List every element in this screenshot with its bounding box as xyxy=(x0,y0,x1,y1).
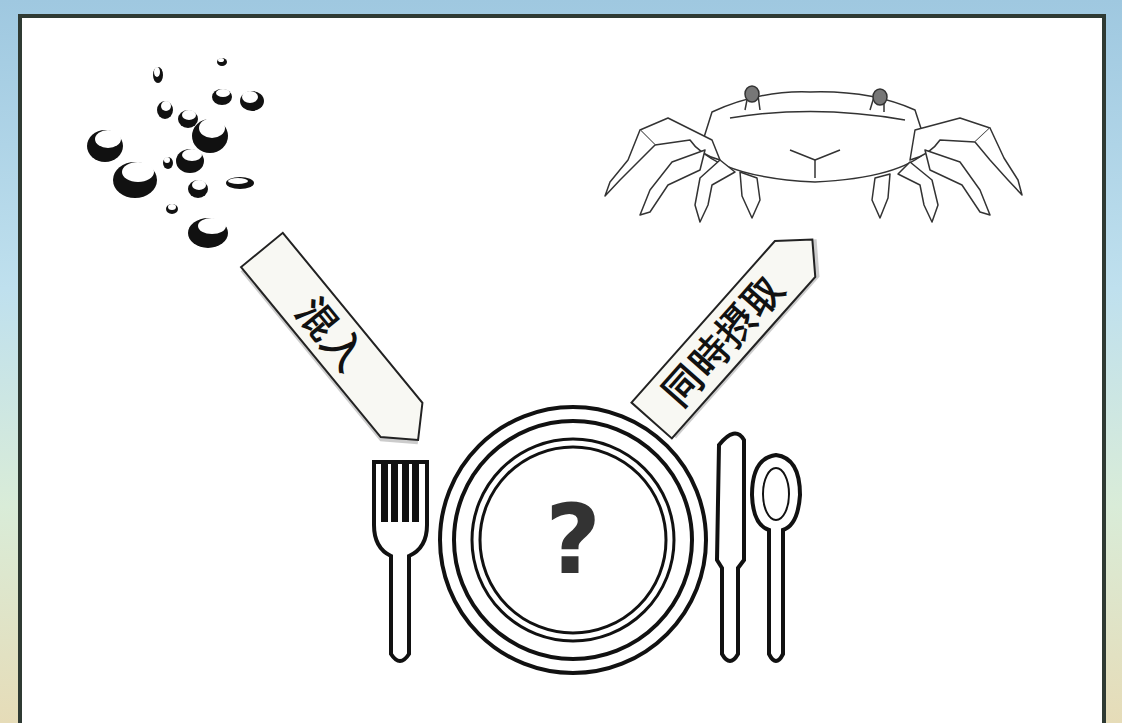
arrow-tag: 同時摂取 xyxy=(631,222,832,439)
crab-drawing xyxy=(605,86,1022,222)
pebbles xyxy=(87,58,264,248)
tag-label: 同時摂取 xyxy=(651,263,795,417)
node-text-holder: 混入 xyxy=(241,233,439,457)
node-text-holder: 同時摂取 xyxy=(631,222,832,439)
node-text-holder: ? xyxy=(436,405,710,675)
tag-label: 混入 xyxy=(287,288,377,382)
spoon-icon xyxy=(752,455,800,661)
fork-icon xyxy=(374,462,427,661)
knife-icon xyxy=(717,434,744,661)
plate-node: ? xyxy=(436,405,710,675)
question-mark: ? xyxy=(545,484,601,596)
arrow-tag: 混入 xyxy=(241,233,439,457)
